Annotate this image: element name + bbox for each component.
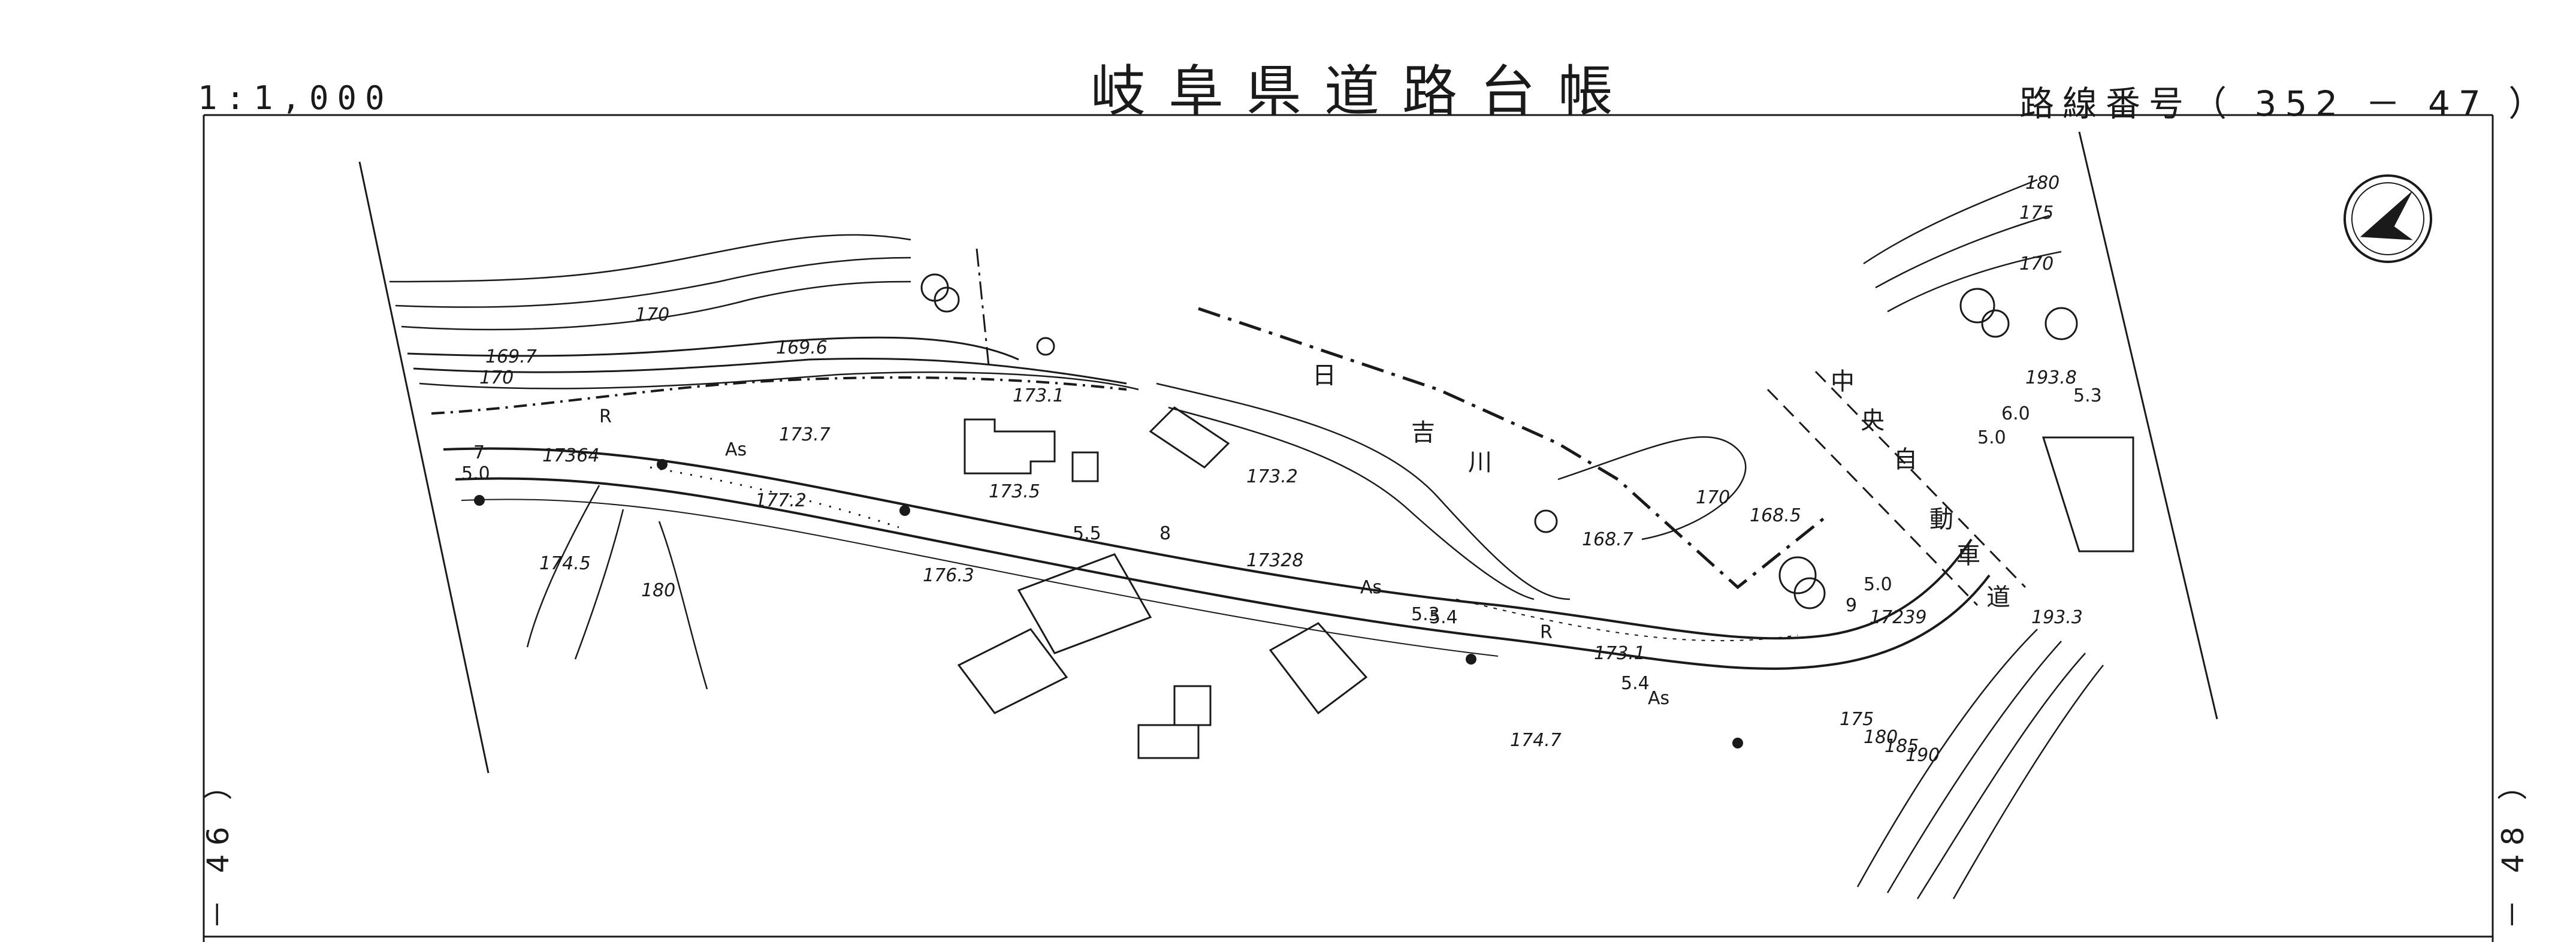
elevation-label: 193.3 — [2031, 607, 2083, 628]
elevation-label: 170 — [479, 367, 514, 388]
width-label: 5.3 — [2073, 385, 2102, 406]
elevation-label: 180 — [641, 580, 675, 601]
clip-line-left — [358, 161, 490, 774]
river-name: 日 吉 川 — [1312, 362, 1492, 476]
road-r-label: R — [599, 406, 612, 427]
map-scale: 1:1,000 — [198, 79, 393, 117]
elevation-label: 174.7 — [1510, 730, 1562, 751]
place-char: 自 — [1894, 446, 1917, 473]
tree-icons — [920, 273, 2078, 609]
north-arrow-icon — [2344, 174, 2432, 263]
place-char: 車 — [1956, 542, 1980, 569]
upper-contours — [389, 234, 1139, 415]
width-label: 8 — [1159, 523, 1171, 544]
width-label: 5.3 — [1411, 604, 1440, 625]
right-contours — [526, 179, 2104, 899]
elevation-label: 17328 — [1246, 550, 1303, 571]
watercourse-line — [976, 248, 990, 366]
width-label: 5.4 — [1429, 607, 1458, 628]
river-char: 日 — [1312, 362, 1336, 390]
width-label: 7 — [473, 442, 485, 463]
elevation-label: 170 — [2019, 253, 2053, 274]
elevation-label: 173.2 — [1246, 466, 1298, 487]
width-label: 5.0 — [1977, 427, 2006, 448]
elevation-label: 169.6 — [776, 337, 828, 358]
width-label: 6.0 — [2001, 403, 2030, 424]
river-char: 吉 — [1411, 419, 1435, 446]
surface-label: As — [1648, 688, 1669, 709]
manhole-icon — [1036, 337, 1055, 356]
elevation-label: 170 — [1696, 487, 1730, 508]
route-number: 路線番号（ 352 － 47 ） — [2019, 83, 2552, 124]
place-char: 央 — [1861, 407, 1885, 434]
road-labels: As As As R R 5.0 7 5.5 8 5.3 5.4 5.4 9 5… — [461, 385, 2102, 709]
clip-line-right — [2078, 131, 2218, 720]
elevation-label: 173.5 — [989, 481, 1040, 502]
control-points — [474, 459, 1743, 748]
elevation-label: 17364 — [542, 445, 599, 466]
elevation-label: 170 — [635, 304, 669, 325]
main-road — [443, 447, 1991, 670]
width-label: 5.4 — [1621, 673, 1650, 694]
elevation-label: 176.3 — [923, 565, 974, 586]
place-char: 動 — [1929, 506, 1953, 533]
surface-label: As — [1360, 577, 1382, 598]
motorway-edges — [1766, 370, 2027, 606]
width-label: 5.5 — [1073, 523, 1101, 544]
motorway-name: 中 央 自 動 車 道 — [1831, 368, 2010, 611]
elevation-label: 193.8 — [2025, 367, 2077, 388]
surface-label: As — [725, 439, 747, 460]
elevation-label: 177.2 — [755, 490, 807, 511]
elevation-label: 168.5 — [1750, 505, 1801, 526]
elevation-label: 174.5 — [539, 553, 591, 574]
elevation-label: 173.1 — [1594, 643, 1645, 664]
buildings — [957, 406, 2134, 759]
width-label: 9 — [1846, 595, 1857, 616]
elevation-label: 180 — [1864, 727, 1898, 748]
elevation-label: 168.7 — [1582, 529, 1633, 550]
elevation-label: 169.7 — [485, 346, 537, 367]
river-char: 川 — [1468, 449, 1492, 476]
elevation-label: 175 — [1840, 709, 1874, 730]
place-char: 中 — [1831, 368, 1855, 395]
width-label: 5.0 — [461, 463, 490, 484]
river-line — [1198, 307, 1829, 590]
elevation-label: 180 — [2025, 173, 2059, 194]
elevation-label: 175 — [2019, 203, 2053, 224]
elevation-label: 173.7 — [779, 424, 831, 445]
elevation-label: 190 — [1905, 745, 1940, 766]
place-char: 道 — [1986, 584, 2010, 611]
width-label: 5.0 — [1864, 574, 1892, 595]
elevation-label: 173.1 — [1013, 385, 1064, 406]
elevation-labels: 169.7 169.6 170 170 173.1 173.7 17364 17… — [479, 173, 2083, 766]
elevation-label: 17239 — [1870, 607, 1926, 628]
page-title: 岐阜県道路台帳 — [1091, 59, 1636, 123]
elevation-label: 185 — [1885, 736, 1919, 757]
road-r-label: R — [1540, 622, 1553, 643]
